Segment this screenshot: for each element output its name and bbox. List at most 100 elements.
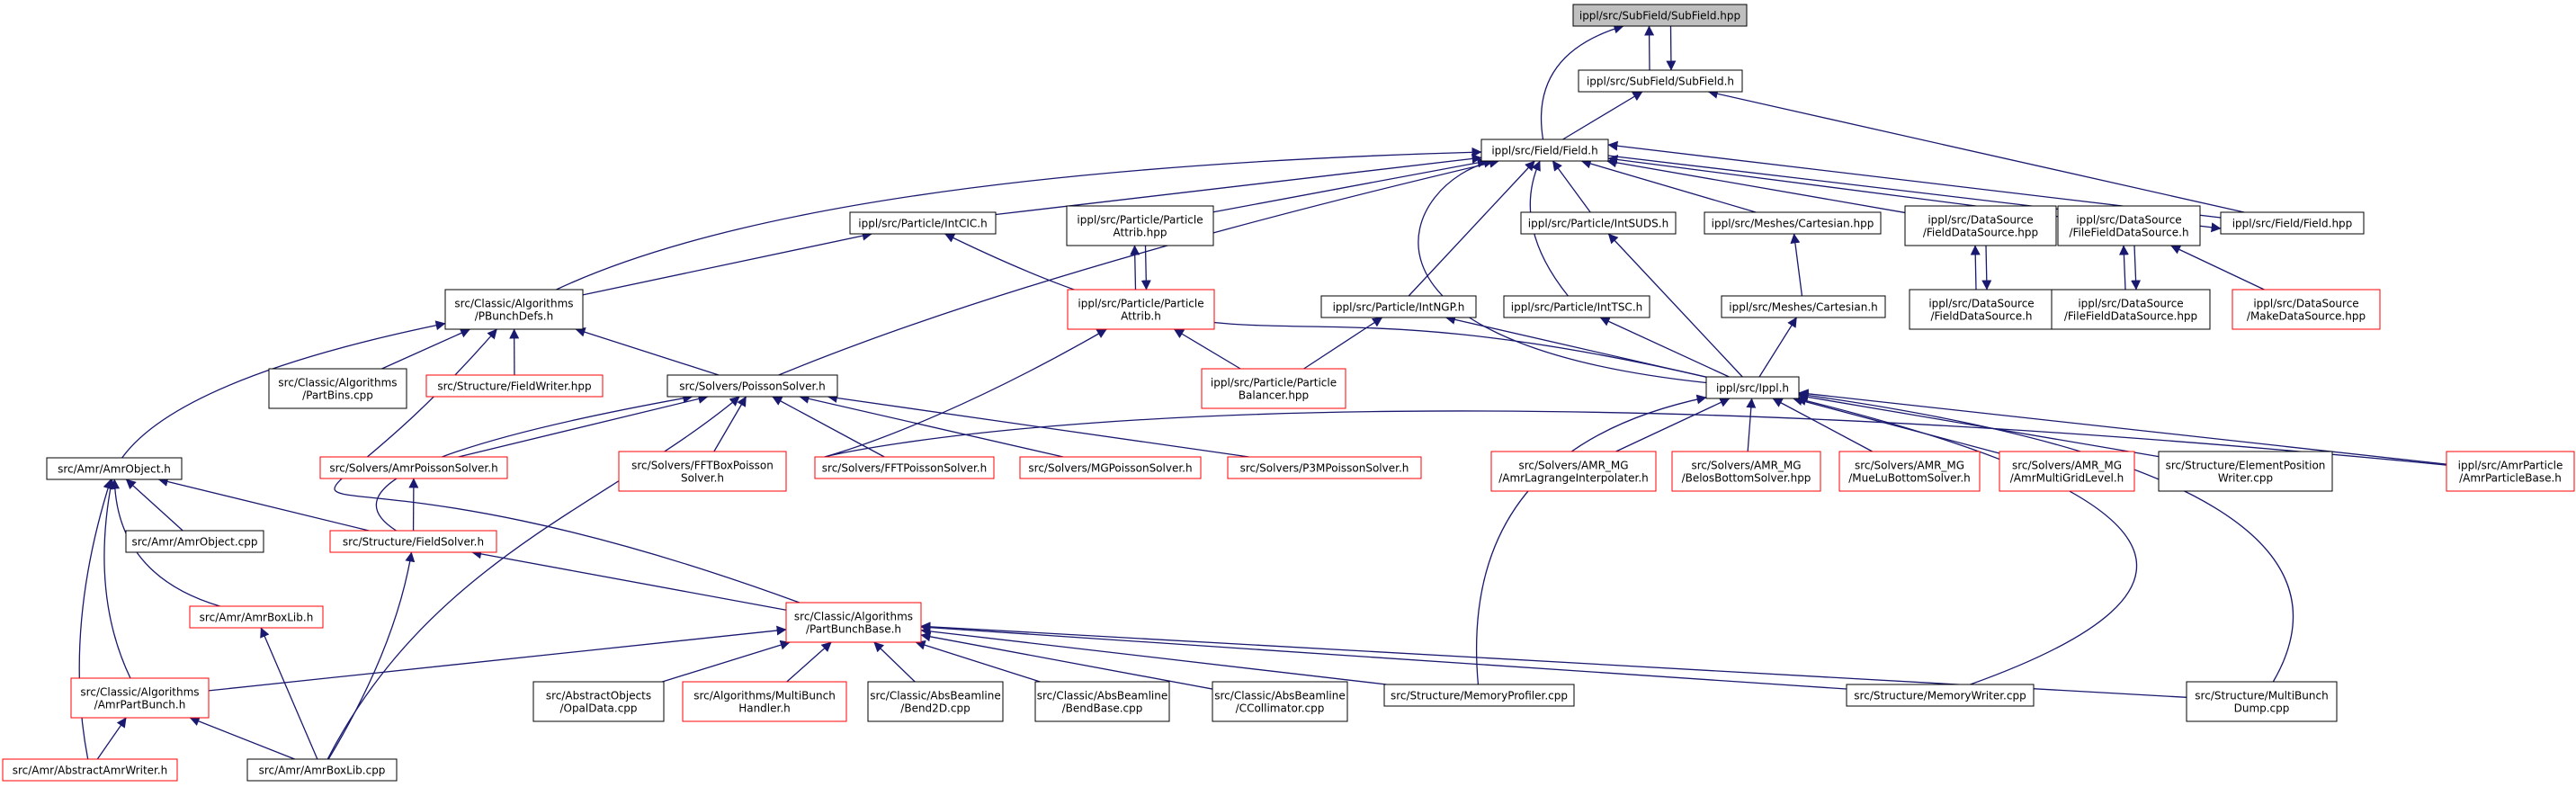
node-label-line: Dump.cpp: [2234, 702, 2290, 715]
edge-intsuds_h-to-field_h: [1552, 161, 1590, 212]
node-label-line: src/Amr/AmrBoxLib.cpp: [259, 765, 386, 777]
edge-amrboxlib_cpp-to-amrpartbunch_h: [190, 718, 294, 759]
node-ffds_h[interactable]: ippl/src/DataSource/FileFieldDataSource.…: [2058, 206, 2200, 246]
node-mds_hpp[interactable]: ippl/src/DataSource/MakeDataSource.hpp: [2232, 290, 2380, 329]
node-intsuds_h[interactable]: ippl/src/Particle/IntSUDS.h: [1521, 212, 1676, 234]
edge-ffds_hpp-to-ffds_h: [2124, 246, 2125, 290]
node-subfield_hpp[interactable]: ippl/src/SubField/SubField.hpp: [1573, 4, 1747, 26]
node-opaldata_cpp[interactable]: src/AbstractObjects/OpalData.cpp: [533, 682, 664, 721]
edge-belos_hpp-to-ippl_h: [1748, 398, 1751, 452]
node-label-line: src/Solvers/AmrPoissonSolver.h: [329, 462, 497, 475]
node-memwriter_cpp[interactable]: src/Structure/MemoryWriter.cpp: [1847, 684, 2034, 706]
node-muelu_h[interactable]: src/Solvers/AMR_MG/MueLuBottomSolver.h: [1839, 452, 1980, 491]
node-field_h[interactable]: ippl/src/Field/Field.h: [1481, 139, 1608, 161]
node-amrobject_cpp[interactable]: src/Amr/AmrObject.cpp: [126, 531, 264, 552]
node-label-line: /FieldDataSource.h: [1930, 310, 2032, 323]
node-bend2d_cpp[interactable]: src/Classic/AbsBeamline/Bend2D.cpp: [868, 682, 1003, 721]
node-label-line: src/Amr/AmrBoxLib.h: [200, 612, 314, 624]
nodes-layer: ippl/src/SubField/SubField.hpp ippl/src/S…: [3, 4, 2574, 781]
node-intngp_h[interactable]: ippl/src/Particle/IntNGP.h: [1321, 296, 1476, 318]
node-label-line: /PartBunchBase.h: [806, 623, 901, 636]
edge-amrboxlib_cpp-to-fieldsolver_h: [328, 552, 411, 759]
node-field_hpp[interactable]: ippl/src/Field/Field.hpp: [2221, 212, 2364, 234]
edge-partbins_cpp-to-pbunchdefs_h: [382, 329, 470, 369]
edge-pbunchdefs_h-to-intcic_h: [583, 234, 872, 295]
node-amrpb_h[interactable]: ippl/src/AmrParticle/AmrParticleBase.h: [2446, 452, 2574, 491]
node-label-line: ippl/src/Field/Field.h: [1491, 145, 1597, 157]
node-amrboxlib_cpp[interactable]: src/Amr/AmrBoxLib.cpp: [247, 759, 397, 781]
node-abstractamrwriter_h[interactable]: src/Amr/AbstractAmrWriter.h: [3, 759, 177, 781]
edge-memwriter_cpp-to-partbunchbase_h: [921, 627, 1847, 689]
edge-mds_hpp-to-ffds_h: [2171, 246, 2265, 290]
node-ippl_h[interactable]: ippl/src/Ippl.h: [1706, 377, 1799, 398]
node-label-line: src/Classic/Algorithms: [794, 611, 913, 623]
node-amrobject_h[interactable]: src/Amr/AmrObject.h: [47, 458, 182, 479]
node-label-line: ippl/src/Particle/IntSUDS.h: [1528, 218, 1668, 230]
node-label-line: ippl/src/DataSource: [2078, 298, 2183, 310]
node-bendbase_cpp[interactable]: src/Classic/AbsBeamline/BendBase.cpp: [1035, 682, 1169, 721]
node-label-line: src/Structure/MemoryProfiler.cpp: [1391, 690, 1568, 702]
node-ffds_hpp[interactable]: ippl/src/DataSource/FileFieldDataSource.…: [2052, 290, 2210, 329]
node-subfield_h[interactable]: ippl/src/SubField/SubField.h: [1579, 70, 1742, 92]
node-fftpoisson_h[interactable]: src/Solvers/FFTPoissonSolver.h: [815, 457, 994, 478]
node-partbunchbase_h[interactable]: src/Classic/Algorithms/PartBunchBase.h: [786, 603, 921, 642]
node-partbins_cpp[interactable]: src/Classic/Algorithms/PartBins.cpp: [269, 369, 407, 408]
node-amrpoisson_h[interactable]: src/Solvers/AmrPoissonSolver.h: [320, 457, 507, 478]
node-fds_h[interactable]: ippl/src/DataSource/FieldDataSource.h: [1910, 290, 2053, 329]
node-memprof_cpp[interactable]: src/Structure/MemoryProfiler.cpp: [1384, 684, 1574, 706]
node-poissonsolver_h[interactable]: src/Solvers/PoissonSolver.h: [667, 375, 837, 397]
node-fieldwriter_hpp[interactable]: src/Structure/FieldWriter.hpp: [426, 375, 603, 397]
edge-bend2d_cpp-to-partbunchbase_h: [874, 642, 916, 682]
edge-ffds_h-to-ffds_hpp: [2134, 246, 2136, 290]
edge-subfield_hpp-to-subfield_h: [1671, 26, 1672, 70]
node-fds_hpp[interactable]: ippl/src/DataSource/FieldDataSource.hpp: [1905, 206, 2056, 246]
node-label-line: ippl/src/DataSource: [2076, 214, 2181, 227]
node-amrpartbunch_h[interactable]: src/Classic/Algorithms/AmrPartBunch.h: [71, 678, 209, 718]
node-label-line: src/Algorithms/MultiBunch: [693, 690, 836, 702]
node-intcic_h[interactable]: ippl/src/Particle/IntCIC.h: [850, 212, 996, 234]
node-label-line: src/Amr/AmrObject.h: [58, 463, 171, 476]
node-mgpoisson_h[interactable]: src/Solvers/MGPoissonSolver.h: [1020, 457, 1201, 478]
node-cart_h[interactable]: ippl/src/Meshes/Cartesian.h: [1722, 296, 1885, 318]
edge-p3m_h-to-poissonsolver_h: [827, 397, 1248, 457]
node-label-line: ippl/src/Particle/IntNGP.h: [1333, 301, 1465, 314]
node-pbunchdefs_h[interactable]: src/Classic/Algorithms/PBunchDefs.h: [445, 290, 583, 329]
node-label-line: ippl/src/DataSource: [2253, 298, 2358, 310]
node-label-line: /PBunchDefs.h: [475, 310, 553, 323]
edge-bendbase_cpp-to-partbunchbase_h: [916, 642, 1040, 682]
node-p3m_h[interactable]: src/Solvers/P3MPoissonSolver.h: [1228, 457, 1421, 478]
node-amrmgl_h[interactable]: src/Solvers/AMR_MG/AmrMultiGridLevel.h: [1999, 452, 2134, 491]
node-belos_hpp[interactable]: src/Solvers/AMR_MG/BelosBottomSolver.hpp: [1672, 452, 1820, 491]
edge-ippl_h-to-intngp_h: [1445, 318, 1706, 377]
node-cart_hpp[interactable]: ippl/src/Meshes/Cartesian.hpp: [1704, 212, 1881, 234]
node-label-line: /Bend2D.cpp: [900, 702, 970, 715]
node-label-line: ippl/src/Meshes/Cartesian.h: [1729, 301, 1878, 314]
edge-memprof_cpp-to-partbunchbase_h: [921, 631, 1386, 684]
node-label-line: src/Classic/Algorithms: [80, 686, 199, 699]
node-label-line: src/Solvers/MGPoissonSolver.h: [1028, 462, 1192, 475]
node-label-line: src/Amr/AbstractAmrWriter.h: [13, 765, 168, 777]
node-label-line: Solver.h: [681, 472, 724, 485]
node-label-line: ippl/src/Particle/Particle: [1078, 298, 1203, 310]
node-inttsc_h[interactable]: ippl/src/Particle/IntTSC.h: [1504, 296, 1650, 318]
node-amrboxlib_h[interactable]: src/Amr/AmrBoxLib.h: [190, 606, 323, 628]
node-label-line: /MakeDataSource.hpp: [2247, 310, 2366, 323]
node-label-line: src/Solvers/AMR_MG: [1518, 460, 1628, 472]
edge-poissonsolver_h-to-field_h: [779, 161, 1499, 375]
node-label-line: src/Classic/AbsBeamline: [1214, 690, 1346, 702]
node-label-line: /AmrLagrangeInterpolater.h: [1498, 472, 1649, 485]
node-ccoll_cpp[interactable]: src/Classic/AbsBeamline/CCollimator.cpp: [1212, 682, 1347, 721]
node-label-line: src/Structure/MultiBunch: [2195, 690, 2328, 702]
node-amrlag_h[interactable]: src/Solvers/AMR_MG/AmrLagrangeInterpolat…: [1491, 452, 1656, 491]
node-label-line: ippl/src/DataSource: [1928, 298, 2034, 310]
node-fieldsolver_h[interactable]: src/Structure/FieldSolver.h: [330, 531, 496, 552]
edge-amrobject_cpp-to-amrobject_h: [126, 479, 183, 531]
node-label-line: ippl/src/DataSource: [1928, 214, 2033, 227]
